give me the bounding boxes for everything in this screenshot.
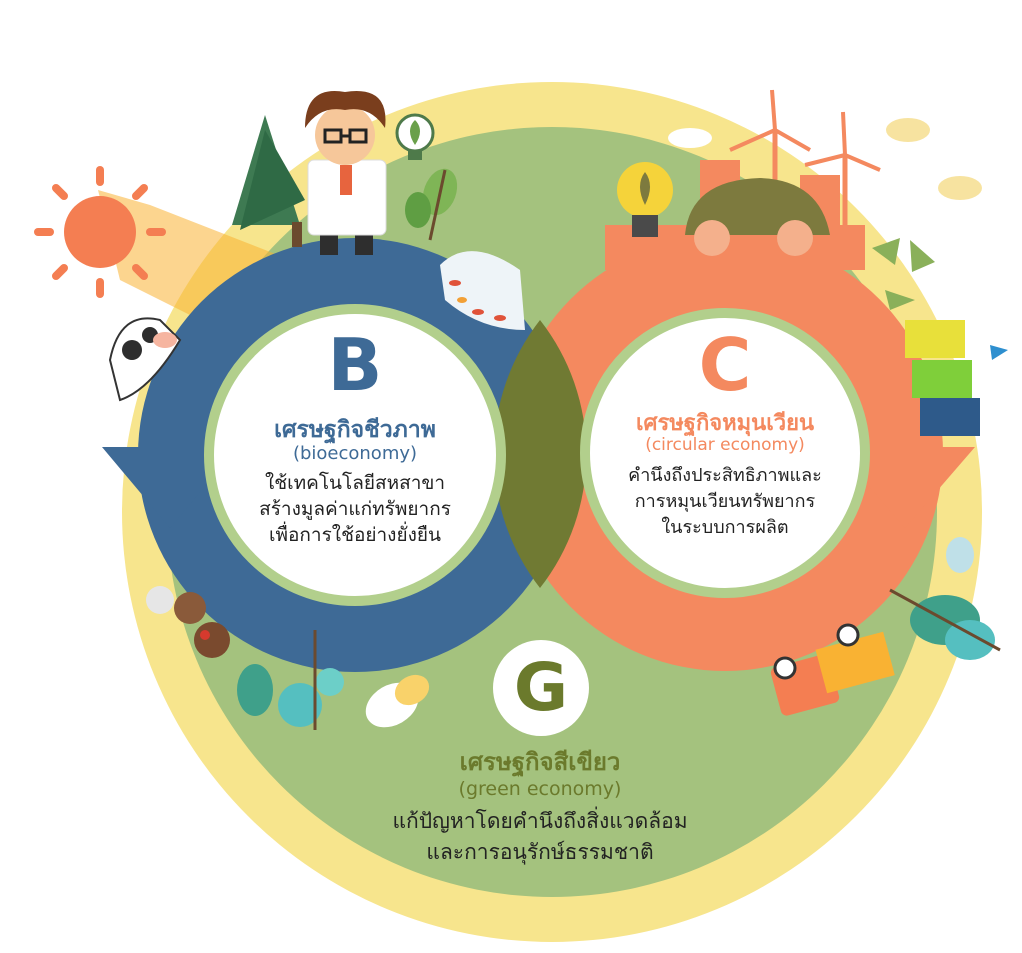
bio-inner-circle: [204, 304, 506, 606]
bio-title: เศรษฐกิจชีวภาพ: [274, 417, 436, 443]
green-line-2: และการอนุรักษ์ธรรมชาติ: [426, 840, 654, 864]
green-subtitle: (green economy): [458, 778, 622, 800]
car-icon: [685, 178, 830, 256]
lightbulb-icon: [395, 113, 435, 160]
lightbulb-icon: [617, 162, 673, 237]
circular-line-3: ในระบบการผลิต: [661, 517, 789, 538]
recycle-icon: [872, 238, 935, 310]
leaf-icon: [405, 168, 458, 241]
bio-line-2: สร้างมูลค่าแก่ทรัพยากร: [259, 498, 451, 520]
circular-line-2: การหมุนเวียนทรัพยากร: [634, 491, 816, 512]
cloud-icon: [668, 118, 982, 200]
turkey-icon: [146, 586, 230, 658]
truck-icon: [770, 623, 895, 716]
bio-line-3: เพื่อการใช้อย่างยั่งยืน: [268, 524, 441, 546]
circular-line-1: คำนึงถึงประสิทธิภาพและ: [628, 465, 822, 486]
overlap-lens: [493, 320, 587, 588]
circular-title: เศรษฐกิจหมุนเวียน: [636, 411, 814, 436]
tree-icon: [232, 115, 305, 247]
bio-line-1: ใช้เทคโนโลยีสหสาขา: [264, 472, 446, 494]
blocks-icon: [905, 320, 1008, 436]
circular-inner-circle: [580, 308, 870, 598]
g-circle: [493, 640, 589, 736]
scientist-icon: [305, 91, 387, 255]
cow-icon: [108, 317, 182, 402]
green-title: เศรษฐกิจสีเขียว: [459, 748, 621, 776]
circular-subtitle: (circular economy): [645, 435, 805, 455]
circular-letter: C: [698, 323, 752, 407]
fish-icon: [440, 251, 525, 330]
leaf-icon: [889, 537, 1001, 660]
bio-letter: B: [327, 323, 383, 407]
green-line-1: แก้ปัญหาโดยคำนึงถึงสิ่งแวดล้อม: [392, 809, 688, 833]
leaf-icon: [237, 630, 430, 730]
bio-subtitle: (bioeconomy): [292, 443, 418, 464]
green-letter: G: [513, 649, 569, 726]
